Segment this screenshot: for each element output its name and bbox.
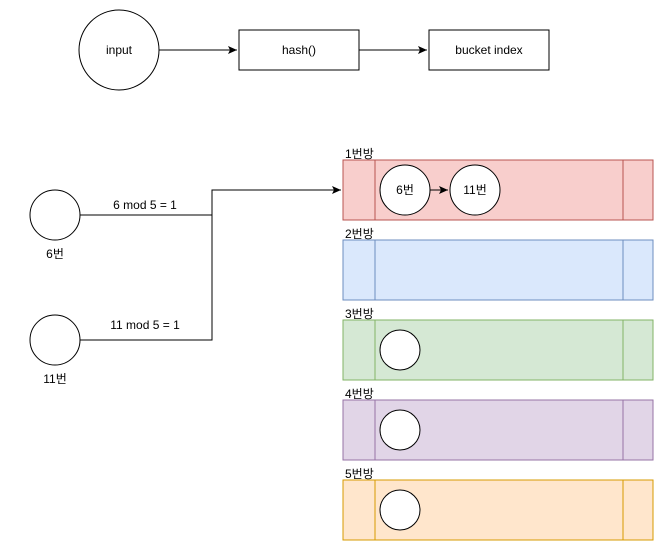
- key-11-node: [29, 314, 81, 366]
- bucket-4: 4번방: [342, 387, 654, 461]
- bucket-1-item-11-label: 11번: [463, 183, 487, 197]
- bucket-3-empty-slot: [379, 329, 421, 371]
- bucket-1-item-11: [449, 164, 501, 216]
- hash-label: hash(): [282, 43, 316, 57]
- key-11-formula: 11 mod 5 = 1: [110, 318, 180, 332]
- pipeline: input hash() bucket index: [78, 9, 550, 91]
- bucket-index-node: [428, 29, 550, 71]
- bucket-3-label: 3번방: [345, 307, 374, 321]
- bucket-4-empty-slot: [379, 409, 421, 451]
- bucket-5: 5번방: [342, 467, 654, 541]
- bucket-4-label: 4번방: [345, 387, 374, 401]
- key-6: 6번 6 mod 5 = 1: [29, 189, 177, 261]
- bucket-2-label: 2번방: [345, 227, 374, 241]
- input-label: input: [106, 43, 133, 57]
- bucket-1-label: 1번방: [345, 147, 374, 161]
- bucket-2: 2번방: [342, 227, 654, 301]
- bucket-5-box: [342, 479, 654, 541]
- key-11: 11번 11 mod 5 = 1: [29, 314, 180, 386]
- key-6-label: 6번: [46, 247, 64, 261]
- bucket-1: 1번방 6번 11번: [342, 147, 654, 221]
- key-6-connector: [80, 186, 341, 216]
- hash-node: [238, 29, 360, 71]
- bucket-5-empty-slot: [379, 489, 421, 531]
- bucket-5-label: 5번방: [345, 467, 374, 481]
- key-6-node: [29, 189, 81, 241]
- bucket-1-item-6-label: 6번: [396, 183, 414, 197]
- key-11-label: 11번: [43, 372, 67, 386]
- key-6-formula: 6 mod 5 = 1: [113, 198, 177, 212]
- bucket-3: 3번방: [342, 307, 654, 381]
- bucket-index-label: bucket index: [455, 43, 522, 57]
- key-11-connector: [80, 215, 213, 341]
- bucket-2-box: [342, 239, 654, 301]
